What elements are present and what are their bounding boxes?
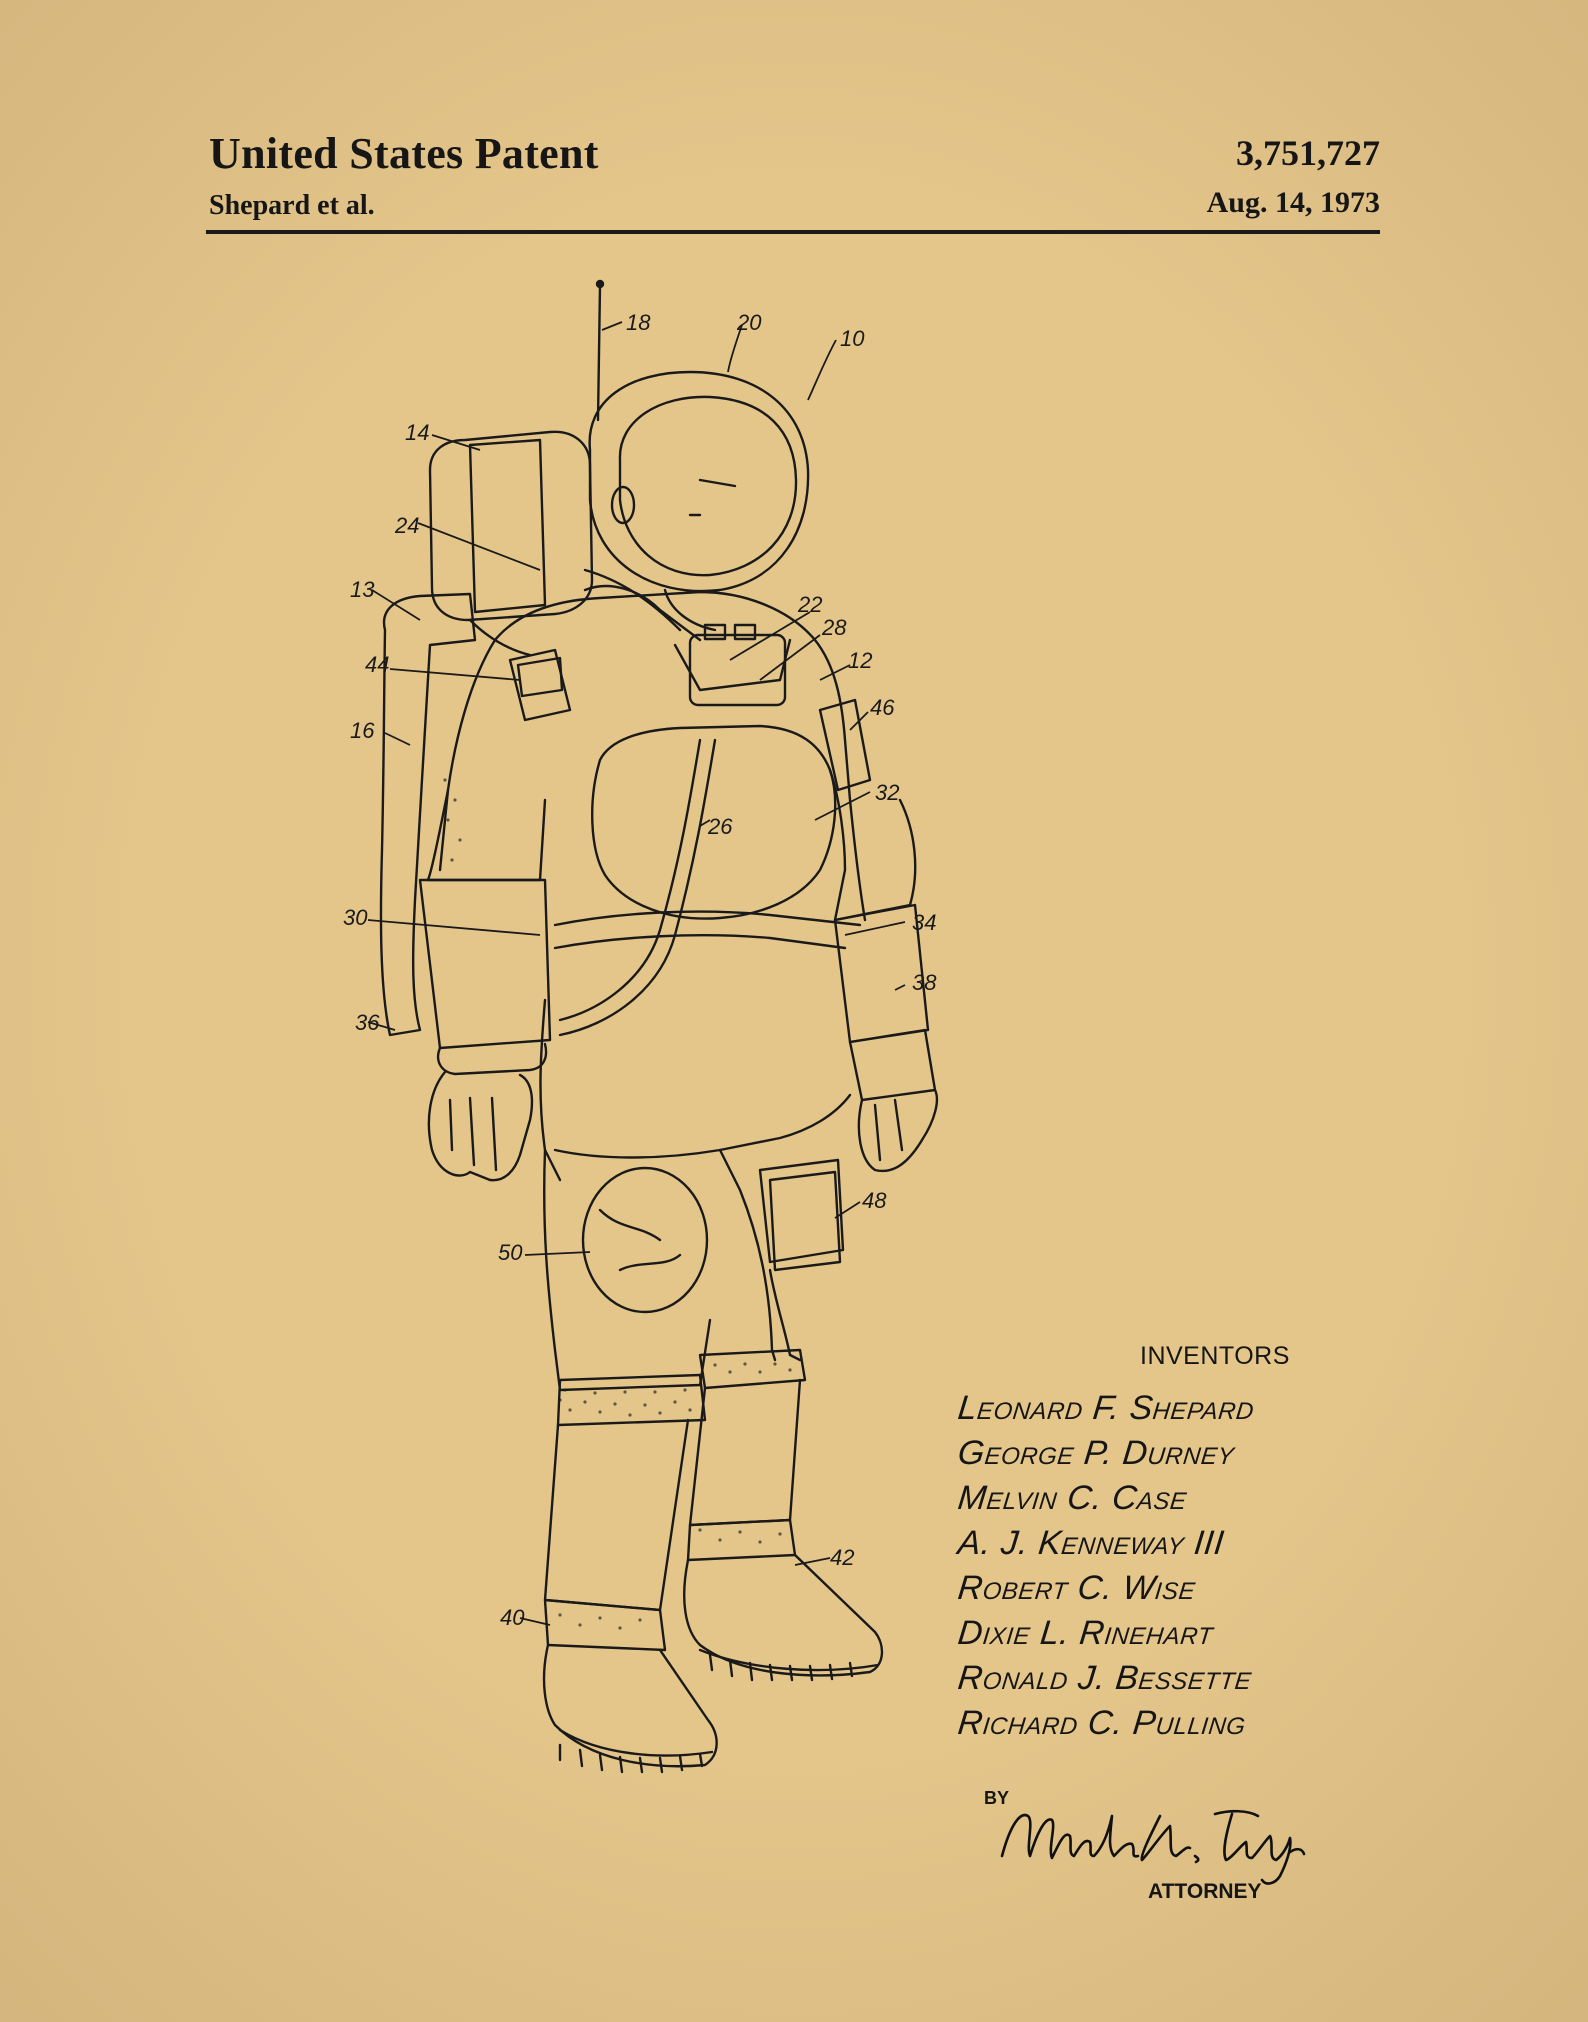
patent-number: 3,751,727 <box>1236 133 1380 173</box>
numeral-44: 44 <box>365 652 389 677</box>
numeral-46: 46 <box>870 695 895 720</box>
helmet-shape <box>588 370 810 593</box>
numeral-38: 38 <box>912 970 937 995</box>
antenna-shape <box>596 284 602 422</box>
numeral-40: 40 <box>500 1605 525 1630</box>
inventor-name: Dixie L. Rinehart <box>956 1614 1216 1652</box>
right-leg-shape <box>718 1148 777 1362</box>
numeral-16: 16 <box>350 718 375 743</box>
numeral-20: 20 <box>736 310 762 335</box>
inventor-name: Leonard F. Shepard <box>956 1389 1257 1427</box>
patent-title: United States Patent <box>209 129 599 178</box>
numeral-28: 28 <box>821 615 847 640</box>
numeral-48: 48 <box>862 1188 887 1213</box>
numeral-13: 13 <box>350 577 375 602</box>
numeral-12: 12 <box>848 648 872 673</box>
numeral-14: 14 <box>405 420 429 445</box>
by-label: BY <box>984 1788 1010 1808</box>
header-rule <box>206 230 1380 234</box>
inventor-name: Robert C. Wise <box>956 1569 1198 1607</box>
inventor-name: Melvin C. Case <box>956 1479 1189 1517</box>
numeral-34: 34 <box>912 910 936 935</box>
left-leg-shape <box>543 1148 712 1392</box>
inventor-name: A. J. Kenneway III <box>956 1524 1227 1562</box>
backpack-shape <box>428 430 594 622</box>
numeral-26: 26 <box>707 814 733 839</box>
left-arm-shape <box>426 788 547 882</box>
patent-date: Aug. 14, 1973 <box>1206 186 1380 219</box>
inventors-heading: INVENTORS <box>1140 1342 1290 1370</box>
numeral-50: 50 <box>498 1240 523 1265</box>
inventor-name: Richard C. Pulling <box>956 1704 1248 1742</box>
numeral-22: 22 <box>797 592 822 617</box>
right-arm-shape <box>828 768 917 922</box>
numeral-18: 18 <box>626 310 651 335</box>
inventor-name: George P. Durney <box>956 1434 1237 1472</box>
numeral-36: 36 <box>355 1010 380 1035</box>
attorney-label: ATTORNEY <box>1148 1880 1262 1903</box>
numeral-42: 42 <box>830 1545 854 1570</box>
numeral-24: 24 <box>394 513 419 538</box>
torso-shape <box>493 590 867 922</box>
numeral-30: 30 <box>343 905 368 930</box>
inventor-name: Ronald J. Bessette <box>956 1659 1254 1697</box>
numeral-32: 32 <box>875 780 899 805</box>
numeral-10: 10 <box>840 326 865 351</box>
attorney-signature <box>1000 1809 1306 1885</box>
inventors-list: Leonard F. Shepard George P. Durney Melv… <box>956 1386 1257 1746</box>
inventor-short: Shepard et al. <box>209 190 375 221</box>
reference-numerals: 18 20 10 14 24 13 22 28 12 44 46 16 32 2… <box>343 310 937 1630</box>
